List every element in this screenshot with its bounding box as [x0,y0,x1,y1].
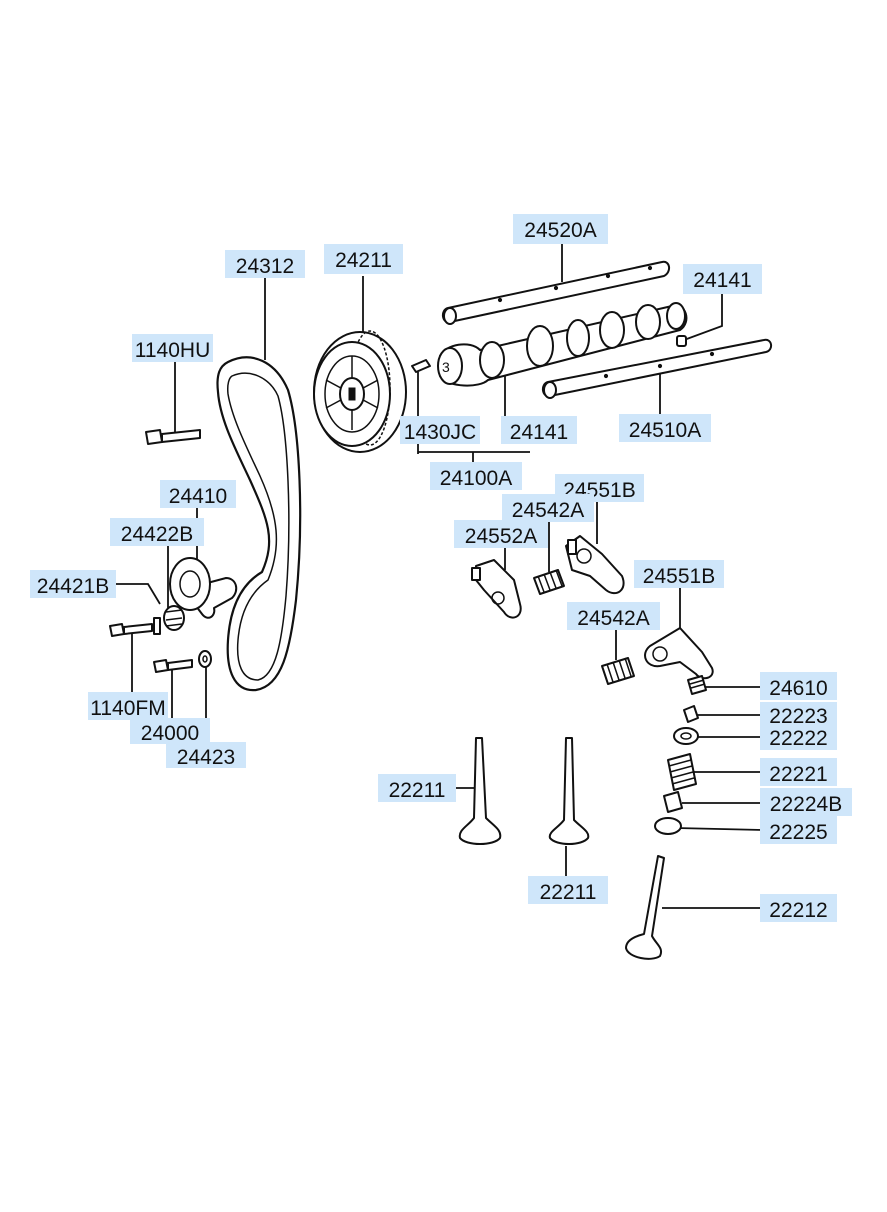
rocker-shaft-lower-drawing [542,338,772,399]
valve-seal-22224b-drawing [663,791,683,813]
label-22223[interactable]: 22223 [760,702,837,728]
valve-keeper-22223-drawing [683,705,699,723]
label-1430JC[interactable]: 1430JC [400,416,480,444]
svg-text:24000: 24000 [141,722,199,745]
svg-text:3: 3 [442,359,450,375]
svg-text:24552A: 24552A [465,525,537,548]
label-22224B[interactable]: 22224B [760,788,852,816]
adjuster-24610-drawing [687,675,707,695]
label-22222[interactable]: 22222 [760,724,837,750]
tensioner-pulley-drawing [163,557,238,631]
bolt-1140hu-drawing [145,429,201,445]
label-24211[interactable]: 24211 [324,244,403,274]
label-22211-left[interactable]: 22211 [378,774,456,802]
svg-text:1140HU: 1140HU [135,339,211,362]
label-24141-top[interactable]: 24141 [683,264,762,294]
label-24542A-mid[interactable]: 24542A [567,602,660,630]
rocker-shaft-upper-drawing [442,260,670,325]
svg-text:24510A: 24510A [629,419,701,442]
label-24312[interactable]: 24312 [225,250,305,278]
valve-retainer-22222-drawing [673,727,699,745]
label-24422B[interactable]: 24422B [110,518,204,546]
label-24520A[interactable]: 24520A [513,214,608,244]
svg-text:24312: 24312 [236,255,294,278]
svg-text:24610: 24610 [769,677,827,700]
pin-24141-drawing [676,335,687,347]
label-24410[interactable]: 24410 [160,480,236,508]
svg-text:24422B: 24422B [121,523,193,546]
bolt-1140fm-drawing [109,617,161,637]
camshaft-key-drawing [411,359,431,373]
valve-spring-22221-drawing [667,753,697,791]
svg-text:1140FM: 1140FM [90,697,165,720]
label-1140FM[interactable]: 1140FM [88,692,168,720]
svg-text:24141: 24141 [693,269,751,292]
svg-text:24542A: 24542A [512,499,584,522]
spring-24542a-upper-drawing [533,569,565,595]
svg-text:22222: 22222 [769,727,827,750]
label-24421B[interactable]: 24421B [30,570,116,598]
label-24100A[interactable]: 24100A [430,462,522,490]
leader-lines [116,244,765,909]
svg-text:24421B: 24421B [37,575,109,598]
intake-valve-right-drawing [548,737,590,845]
label-1140HU[interactable]: 1140HU [132,334,213,362]
label-24610[interactable]: 24610 [760,672,837,700]
washer-24423-drawing [198,650,212,668]
bolt-24000-drawing [153,659,193,673]
label-22225[interactable]: 22225 [760,816,837,844]
label-24510A[interactable]: 24510A [619,414,711,442]
svg-text:22224B: 22224B [770,793,842,816]
label-24423[interactable]: 24423 [166,742,246,769]
svg-text:22212: 22212 [769,899,827,922]
svg-text:24542A: 24542A [577,607,649,630]
svg-text:22225: 22225 [769,821,827,844]
spring-24542a-lower-drawing [601,657,635,685]
rocker-arm-24551b-upper-drawing [565,535,625,595]
camshaft-sprocket-drawing [313,330,407,453]
svg-text:24211: 24211 [335,249,392,272]
svg-text:22211: 22211 [389,779,446,802]
label-22212[interactable]: 22212 [760,894,837,922]
intake-valve-left-drawing [458,737,502,845]
svg-text:22223: 22223 [769,705,827,728]
label-24542A-top[interactable]: 24542A [502,494,594,522]
svg-text:24410: 24410 [169,485,227,508]
label-24000[interactable]: 24000 [130,718,210,745]
label-24552A[interactable]: 24552A [454,520,548,548]
camshaft-drawing: 3 [437,302,688,387]
svg-text:1430JC: 1430JC [404,421,476,444]
svg-text:24520A: 24520A [524,219,596,242]
spring-seat-22225-drawing [654,817,682,835]
svg-text:22211: 22211 [540,881,597,904]
svg-text:24100A: 24100A [440,467,512,490]
rocker-arm-24552a-drawing [471,559,522,619]
svg-text:22221: 22221 [769,763,827,786]
svg-text:24141: 24141 [510,421,568,444]
label-24141-mid[interactable]: 24141 [501,416,577,444]
label-24551B-mid[interactable]: 24551B [634,560,724,588]
label-22221[interactable]: 22221 [760,758,837,786]
rocker-arm-24551b-lower-drawing [644,627,714,680]
timing-belt-drawing [216,356,302,692]
label-22211-bottom[interactable]: 22211 [528,876,608,904]
svg-text:24551B: 24551B [643,565,715,588]
svg-text:24423: 24423 [177,746,235,769]
exhaust-valve-drawing [625,855,665,960]
